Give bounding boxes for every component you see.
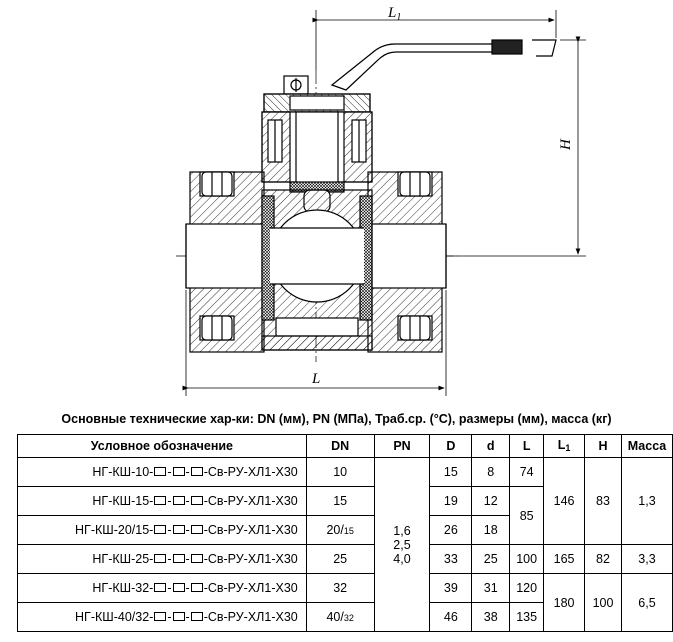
designation-cell: НГ-КШ-10----Св-РУ-ХЛ1-Х30 (17, 457, 307, 487)
l-cell: 120 (509, 573, 545, 603)
designation-cell: НГ-КШ-25----Св-РУ-ХЛ1-Х30 (17, 544, 307, 574)
mass-cell: 1,3 (620, 457, 673, 545)
dn-cell: 15 (305, 486, 375, 516)
header-designation: Условное обозначение (17, 434, 307, 458)
mass-cell: 6,5 (620, 573, 673, 632)
l1-cell: 180 (543, 573, 586, 632)
d-small-cell: 38 (471, 602, 511, 632)
d-big-cell: 19 (429, 486, 473, 516)
table-row: НГ-КШ-25----Св-РУ-ХЛ1-Х30 25 33 25 100 1… (17, 544, 673, 574)
header-mass: Масса (620, 434, 673, 458)
header-pn: PN (373, 434, 431, 458)
flange-bolts (201, 171, 431, 341)
l1-cell: 146 (543, 457, 586, 545)
table-row: НГ-КШ-40/32----Св-РУ-ХЛ1-Х30 40/32 46 38… (17, 602, 673, 632)
ball-body (261, 189, 373, 351)
header-l: L (509, 434, 545, 458)
lever-base (263, 75, 371, 113)
dn-cell: 10 (305, 457, 375, 487)
d-big-cell: 46 (429, 602, 473, 632)
d-small-cell: 18 (471, 515, 511, 545)
dim-h (446, 36, 586, 257)
d-big-cell: 33 (429, 544, 473, 574)
header-d-small: d (471, 434, 511, 458)
header-row: Условное обозначение DN PN D d L L1 H Ма… (17, 434, 673, 458)
spec-table: Условное обозначение DN PN D d L L1 H Ма… (17, 434, 673, 632)
valve-drawing: L1 H L (176, 5, 586, 396)
h-cell: 82 (584, 544, 622, 574)
designation-cell: НГ-КШ-15----Св-РУ-ХЛ1-Х30 (17, 486, 307, 516)
table-row: НГ-КШ-15----Св-РУ-ХЛ1-Х30 15 19 12 85 (17, 486, 673, 545)
dn-cell: 25 (305, 544, 375, 574)
l-cell: 135 (509, 602, 545, 632)
d-big-cell: 26 (429, 515, 473, 545)
d-small-cell: 12 (471, 486, 511, 516)
header-dn: DN (305, 434, 375, 458)
dn-cell: 32 (305, 573, 375, 603)
dim-l1-label: L1 (387, 5, 401, 23)
designation-cell: НГ-КШ-20/15----Св-РУ-ХЛ1-Х30 (17, 515, 307, 545)
h-cell: 83 (584, 457, 622, 545)
header-l1: L1 (543, 434, 586, 458)
l-cell: 74 (509, 457, 545, 487)
table-caption: Основные технические хар-ки: DN (мм), PN… (61, 412, 612, 426)
dim-l-label: L (311, 371, 320, 387)
table-row: НГ-КШ-32----Св-РУ-ХЛ1-Х30 32 39 31 120 1… (17, 573, 673, 632)
designation-cell: НГ-КШ-32----Св-РУ-ХЛ1-Х30 (17, 573, 307, 603)
l-cell: 85 (509, 486, 545, 545)
dim-l1 (312, 10, 557, 70)
d-small-cell: 8 (471, 457, 511, 487)
dim-h-label: H (558, 138, 574, 151)
dn-cell: 40/32 (305, 602, 375, 632)
dn-cell: 20/15 (305, 515, 375, 545)
d-big-cell: 39 (429, 573, 473, 603)
l-cell: 100 (509, 544, 545, 574)
d-small-cell: 25 (471, 544, 511, 574)
h-cell: 100 (584, 573, 622, 632)
d-small-cell: 31 (471, 573, 511, 603)
table-row: НГ-КШ-20/15----Св-РУ-ХЛ1-Х30 20/15 26 18 (17, 515, 673, 545)
header-d-big: D (429, 434, 473, 458)
d-big-cell: 15 (429, 457, 473, 487)
l1-cell: 165 (543, 544, 586, 574)
dim-l (182, 290, 447, 396)
header-h: H (584, 434, 622, 458)
handle (330, 39, 557, 91)
designation-cell: НГ-КШ-40/32----Св-РУ-ХЛ1-Х30 (17, 602, 307, 632)
mass-cell: 3,3 (620, 544, 673, 574)
